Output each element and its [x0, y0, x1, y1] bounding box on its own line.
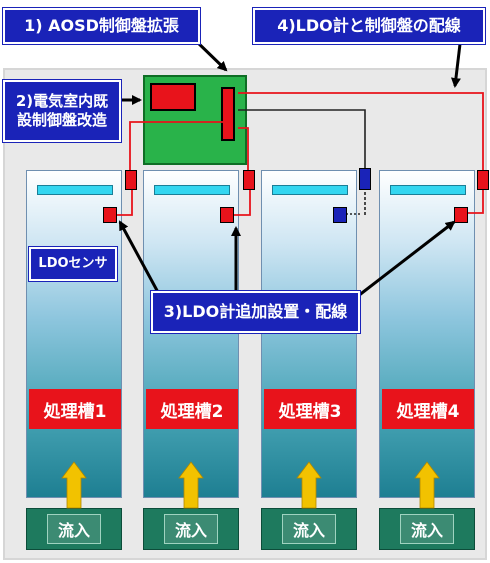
treatment-tank-1: 処理槽1 [26, 170, 122, 498]
inflow-box-3: 流入 [261, 508, 357, 550]
terminal-box-4 [477, 170, 489, 190]
callout-aosd-panel-expansion: 1) AOSD制御盤拡張 [3, 8, 200, 44]
inflow-label: 流入 [399, 514, 454, 544]
tank-label: 処理槽1 [29, 389, 121, 429]
callout-ldo-additional-installation: 3)LDO計追加設置・配線 [151, 291, 360, 333]
tank-top-bar [390, 185, 466, 195]
callout-electrical-room-panel: 2)電気室内既 設制御盤改造 [3, 80, 121, 142]
callout-line: 設制御盤改造 [16, 111, 107, 129]
inflow-box-4: 流入 [379, 508, 475, 550]
inflow-label: 流入 [163, 514, 218, 544]
inflow-box-2: 流入 [143, 508, 239, 550]
tank-label: 処理槽3 [264, 389, 356, 429]
tank-label: 処理槽2 [146, 389, 238, 429]
treatment-tank-3: 処理槽3 [261, 170, 357, 498]
ldo-sensor-1 [103, 207, 117, 223]
terminal-box-2 [243, 170, 255, 190]
tank-top-bar [272, 185, 348, 195]
callout-ldo-sensor: LDOセンサ [29, 247, 117, 281]
treatment-tank-4: 処理槽4 [379, 170, 475, 498]
tank-label: 処理槽4 [382, 389, 474, 429]
inflow-label: 流入 [46, 514, 101, 544]
aosd-control-panel [143, 75, 247, 165]
tank-top-bar [37, 185, 113, 195]
terminal-box-1 [125, 170, 137, 190]
terminal-box-3-existing [359, 168, 371, 190]
inflow-box-1: 流入 [26, 508, 122, 550]
existing-wires [238, 109, 366, 168]
callout-line: 2)電気室内既 [15, 92, 109, 111]
inflow-arrows [61, 461, 440, 509]
ldo-sensor-2 [220, 207, 234, 223]
callout-arrows [118, 38, 462, 298]
ldo-sensor-4 [454, 207, 468, 223]
panel-terminal [221, 87, 235, 141]
ldo-sensor-3-existing [333, 207, 347, 223]
callout-ldo-wiring: 4)LDO計と制御盤の配線 [253, 8, 485, 44]
inflow-label: 流入 [281, 514, 336, 544]
new-red-wires [117, 92, 484, 216]
panel-module [150, 83, 196, 111]
treatment-tank-2: 処理槽2 [143, 170, 239, 498]
tank-top-bar [154, 185, 230, 195]
